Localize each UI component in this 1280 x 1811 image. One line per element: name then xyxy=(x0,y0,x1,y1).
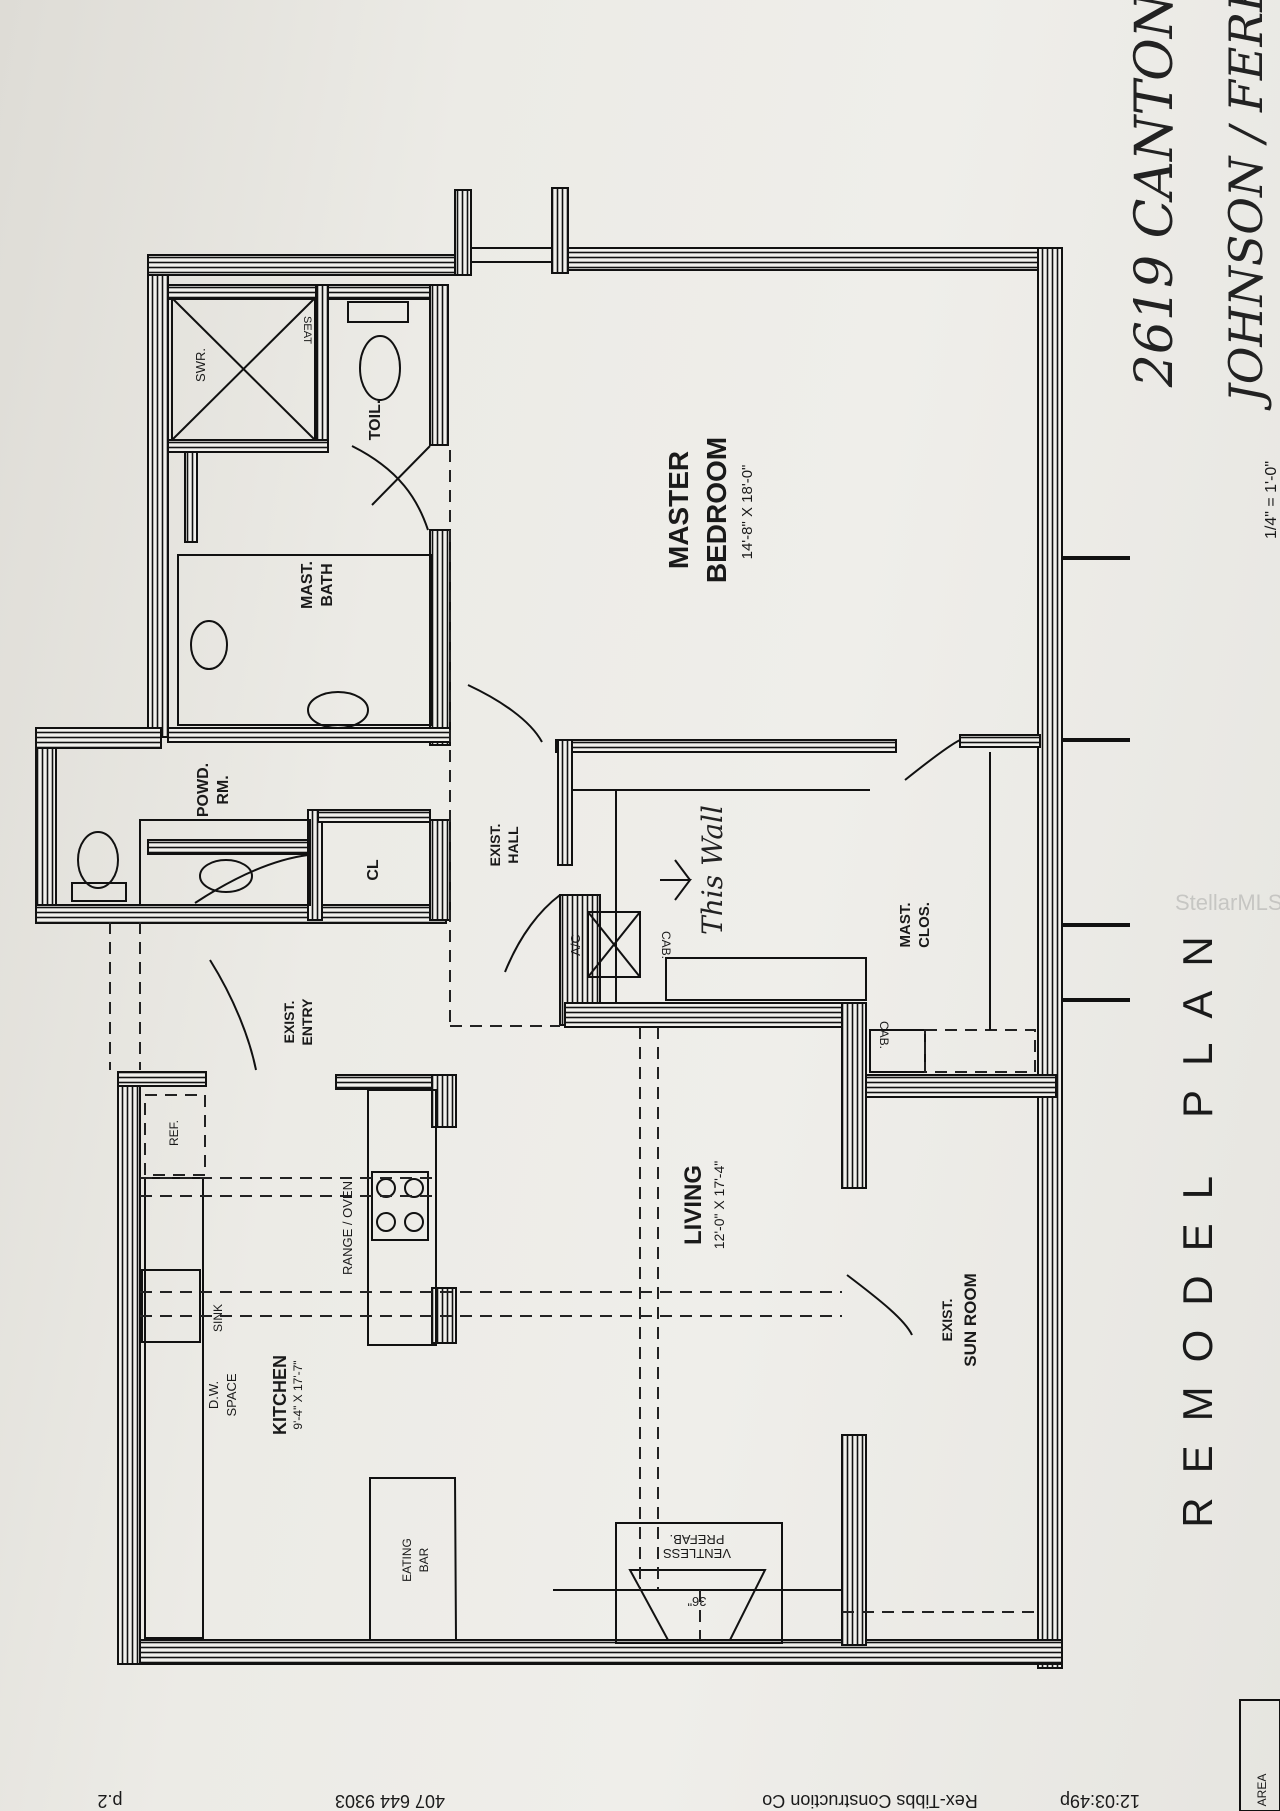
dw-space-label: D.W. xyxy=(206,1381,221,1409)
entry-label: EXIST. xyxy=(281,1001,297,1044)
hall-label: EXIST. xyxy=(487,824,503,867)
ref-label: REF. xyxy=(167,1120,181,1146)
title-block: REMODEL PLAN 1/4" = 1'-0" AREA xyxy=(1174,461,1280,1811)
fireplace-label-2: PREFAB. xyxy=(670,1532,725,1547)
fixtures xyxy=(71,297,1036,1644)
eating-bar-label-2: BAR xyxy=(417,1547,431,1572)
fax-page: p.2 xyxy=(97,1791,122,1811)
handwritten-address-2: JOHNSON / FERR xyxy=(1219,0,1273,411)
room-labels: MASTER BEDROOM 14'-8" X 18'-0" MAST. BAT… xyxy=(167,316,980,1609)
master-bedroom-size: 14'-8" X 18'-0" xyxy=(739,465,756,560)
fax-company: Rex-Tibbs Construction Co xyxy=(762,1791,977,1811)
closet-label: CL xyxy=(365,859,382,881)
master-closet-label: MAST. xyxy=(897,903,914,948)
fax-phone: 407 644 9303 xyxy=(335,1791,445,1811)
cab-label-1: CAB. xyxy=(659,931,673,959)
seat-label: SEAT xyxy=(301,316,313,344)
master-bedroom-label: MASTER xyxy=(663,451,694,569)
handwritten-notes: 2619 CANTON JOHNSON / FERR This Wall xyxy=(660,0,1273,935)
fireplace-size: 36" xyxy=(687,1594,706,1609)
kitchen-size: 9'-4" X 17'-7" xyxy=(291,1360,305,1429)
arrow-icon xyxy=(660,859,692,901)
living-label: LIVING xyxy=(680,1165,707,1245)
kitchen-label: KITCHEN xyxy=(270,1355,290,1435)
ac-label: A/C xyxy=(568,934,583,956)
scale-text: 1/4" = 1'-0" xyxy=(1263,461,1280,539)
eating-bar-label: EATING xyxy=(400,1538,414,1582)
fireplace-label: VENTLESS xyxy=(663,1546,731,1561)
sun-room-label: EXIST. xyxy=(939,1299,955,1342)
mast-bath-label-2: BATH xyxy=(319,563,336,606)
area-box xyxy=(1239,1699,1280,1811)
master-bedroom-label-2: BEDROOM xyxy=(701,437,732,583)
handwritten-wall-note: This Wall xyxy=(696,805,729,935)
toil-label: TOIL. xyxy=(367,400,384,441)
entry-label-2: ENTRY xyxy=(299,998,315,1046)
powder-room-label: POWD. xyxy=(195,763,212,817)
fax-header: 12:03:49p Rex-Tibbs Construction Co 407 … xyxy=(97,1791,1140,1811)
shower-label: SWR. xyxy=(193,348,208,382)
dashed-lines xyxy=(109,450,1040,1640)
exterior-walls xyxy=(35,187,1130,1669)
handwritten-address-1: 2619 CANTON xyxy=(1125,0,1185,388)
powder-room-label-2: RM. xyxy=(215,775,232,804)
mast-bath-label: MAST. xyxy=(299,561,316,609)
dw-space-label-2: SPACE xyxy=(224,1373,239,1416)
watermark: StellarMLS xyxy=(1175,890,1280,915)
area-text: AREA xyxy=(1255,1774,1269,1807)
range-oven-label: RANGE / OVEN xyxy=(340,1181,355,1275)
interior-walls xyxy=(147,284,1057,1646)
master-closet-label-2: CLOS. xyxy=(916,902,933,948)
fax-time: 12:03:49p xyxy=(1060,1791,1140,1811)
living-size: 12'-0" X 17'-4" xyxy=(711,1161,727,1249)
title-text: REMODEL PLAN xyxy=(1174,912,1221,1528)
sun-room-label-2: SUN ROOM xyxy=(961,1273,980,1367)
hall-label-2: HALL xyxy=(505,826,521,864)
sink-label: SINK xyxy=(211,1304,225,1332)
cab-label-2: CAB. xyxy=(877,1021,891,1049)
